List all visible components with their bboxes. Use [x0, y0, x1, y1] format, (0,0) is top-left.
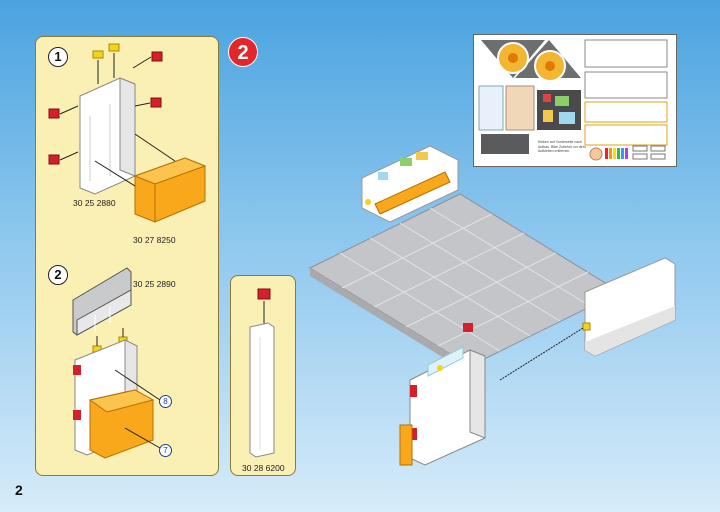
step2-illustration — [72, 267, 161, 459]
yellow-peg-icon — [92, 43, 120, 59]
grey-floor-plate — [308, 193, 622, 367]
sticker-sheet-art — [478, 39, 668, 161]
sticker-note: Kleben auf Vorderseite nach Aufbau. Bitt… — [538, 140, 586, 153]
part-number-1b: 30 27 8250 — [133, 235, 176, 245]
main-step-badge: 2 — [228, 37, 258, 67]
part-number-1a: 30 25 2880 — [73, 198, 116, 208]
callout-7: 7 — [159, 444, 172, 457]
white-column — [249, 322, 275, 458]
part-number-2a: 30 25 2890 — [133, 279, 176, 289]
step1-illustration — [48, 43, 207, 223]
red-clip-icon — [48, 51, 163, 165]
substep-1-number: 1 — [48, 47, 68, 67]
part-number-side: 30 28 6200 — [242, 463, 285, 473]
side-part-illustration — [249, 288, 275, 458]
callout-8: 8 — [159, 395, 172, 408]
page-number: 2 — [15, 482, 23, 498]
substep-2-number: 2 — [48, 265, 68, 285]
main-assembly-scene — [308, 145, 676, 466]
